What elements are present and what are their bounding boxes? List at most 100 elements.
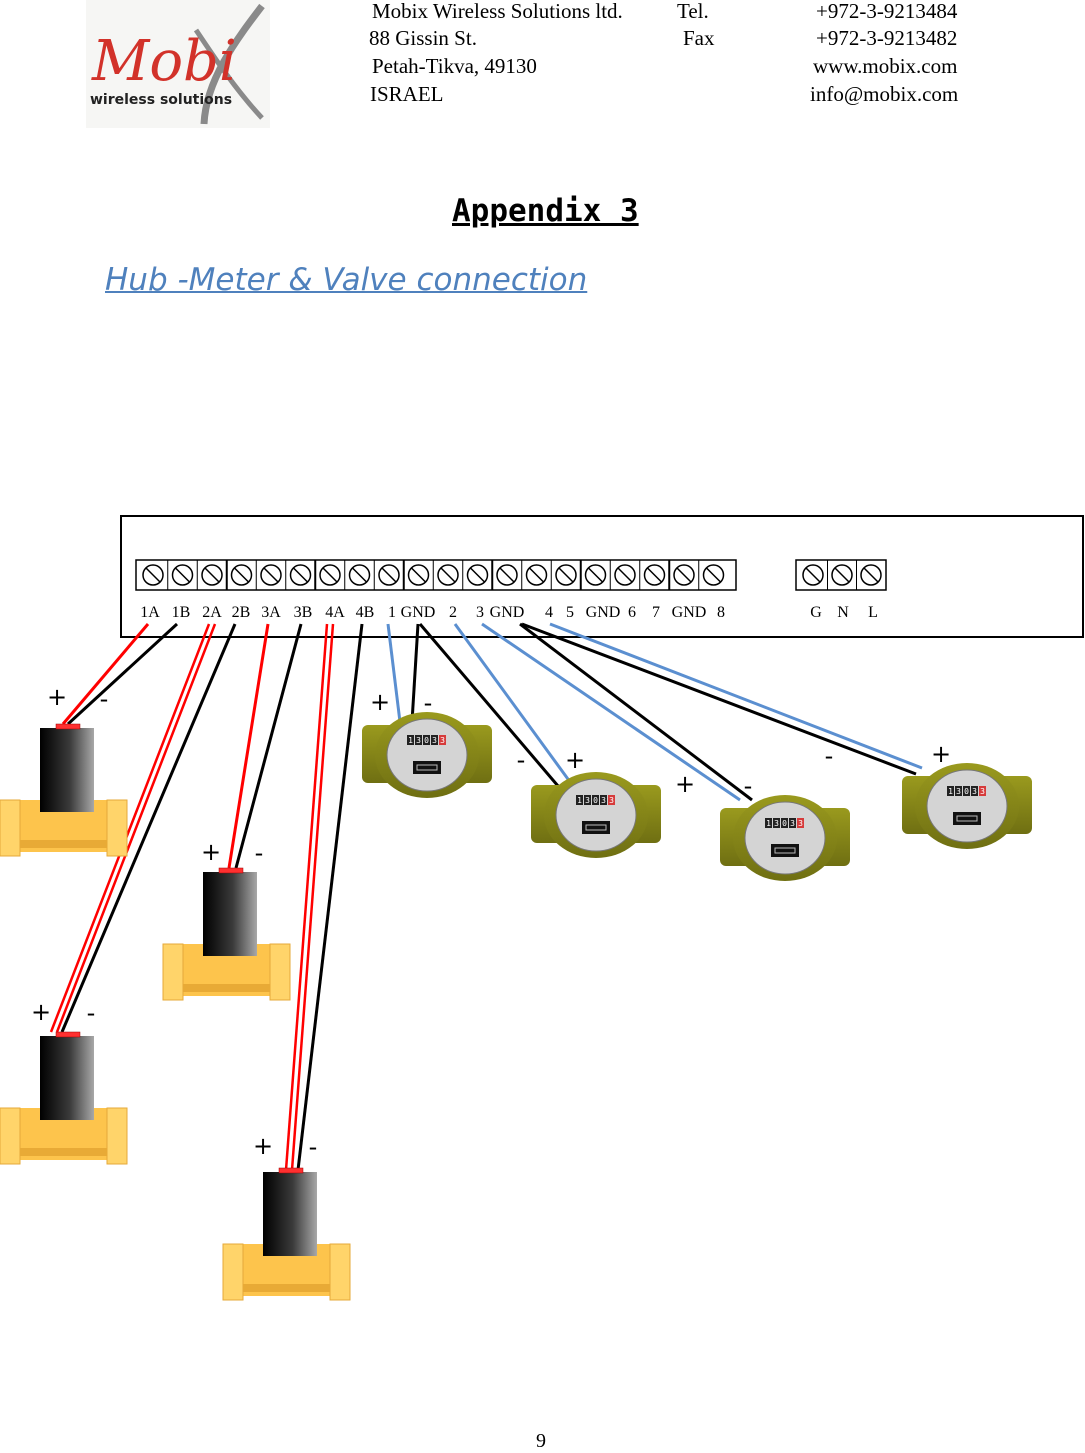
terminal-screw-icon	[466, 564, 489, 586]
terminal-screw-icon	[643, 564, 666, 586]
terminal-screw-icon	[614, 564, 636, 586]
blue-wire	[453, 623, 575, 787]
power-label: N	[837, 604, 849, 621]
meter-digit: 3	[790, 819, 795, 828]
terminal-label: 2	[449, 604, 457, 621]
power-label: L	[868, 604, 878, 621]
terminal-label: 3	[476, 604, 484, 621]
page-number: 9	[536, 1430, 546, 1452]
fax-number: +972-3-9213482	[816, 26, 958, 50]
terminal-label: 4A	[325, 604, 345, 621]
plus-mark: +	[201, 838, 221, 866]
power-screw-icon	[860, 564, 882, 586]
terminal-screw-icon	[496, 564, 518, 586]
black-wire	[66, 622, 179, 726]
terminal-screw-icon	[702, 564, 725, 586]
power-terminal-strip	[795, 559, 887, 591]
terminal-label: 7	[652, 604, 660, 621]
email: info@mobix.com	[810, 82, 959, 106]
plus-mark: +	[47, 683, 67, 711]
terminal-screw-icon	[171, 564, 194, 586]
plus-mark: +	[565, 746, 585, 774]
black-wire	[60, 623, 237, 1033]
terminal-screw-icon	[584, 564, 607, 586]
minus-mark: -	[87, 999, 96, 1027]
terminal-label: 3B	[294, 604, 313, 621]
red-wire	[61, 623, 150, 725]
terminal-screw-icon	[260, 564, 282, 586]
terminal-label: 1	[388, 604, 396, 621]
terminal-screw-icon	[378, 564, 400, 586]
meter-digit: 3	[956, 787, 961, 796]
meter-digit: 0	[782, 819, 787, 828]
minus-mark: -	[744, 772, 753, 800]
mobix-logo: Mobi wireless solutions	[86, 0, 270, 128]
red-wire	[49, 623, 211, 1033]
power-screw-icon	[831, 564, 853, 586]
street-address: 88 Gissin St.	[369, 26, 477, 50]
logo-tagline: wireless solutions	[90, 92, 232, 108]
wires	[49, 622, 923, 1171]
meter-digit: 3	[440, 736, 445, 745]
valve-1	[0, 723, 128, 857]
red-wire	[284, 623, 329, 1171]
terminal-screw-icon	[555, 564, 577, 586]
website: www.mobix.com	[813, 54, 958, 78]
meter-digit: 3	[601, 796, 606, 805]
terminal-screw-icon	[437, 564, 459, 586]
plus-mark: +	[675, 770, 695, 798]
meter-digit: 3	[798, 819, 803, 828]
polarity-marks: +-+-+-+-+--++--+	[31, 683, 951, 1161]
city-address: Petah-Tikva, 49130	[372, 54, 537, 78]
plus-mark: +	[31, 998, 51, 1026]
terminal-screw-icon	[348, 564, 371, 586]
terminal-label: GND	[401, 604, 436, 621]
black-wire	[234, 623, 303, 869]
terminal-label: 6	[628, 604, 636, 621]
minus-mark: -	[255, 839, 264, 867]
terminal-label: 3A	[261, 604, 281, 621]
terminal-label: 4	[545, 604, 553, 621]
black-wire	[418, 623, 560, 787]
meter-digit: 3	[972, 787, 977, 796]
terminal-screw-icon	[230, 564, 253, 586]
terminal-screw-icon	[142, 564, 164, 586]
meter-digit: 3	[585, 796, 590, 805]
valves	[0, 723, 351, 1301]
terminal-label: 4B	[356, 604, 375, 621]
company-name: Mobix Wireless Solutions ltd.	[372, 0, 623, 23]
minus-mark: -	[517, 746, 526, 774]
red-wire	[290, 623, 335, 1171]
meter-digit: 3	[774, 819, 779, 828]
terminal-screw-icon	[673, 564, 695, 586]
minus-mark: -	[100, 685, 109, 713]
meter-digit: 3	[416, 736, 421, 745]
minus-mark: -	[309, 1133, 318, 1161]
terminal-screw-icon	[201, 564, 223, 586]
page-subtitle: Hub -Meter & Valve connection	[105, 262, 588, 298]
terminal-strip	[135, 559, 737, 591]
red-wire	[55, 623, 217, 1033]
fax-label: Fax	[683, 26, 715, 50]
meter-digit: 1	[948, 787, 953, 796]
meter-digit: 1	[577, 796, 582, 805]
meter-digit: 1	[766, 819, 771, 828]
terminal-label: GND	[490, 604, 525, 621]
meter-digit: 0	[593, 796, 598, 805]
meter-digit: 0	[424, 736, 429, 745]
black-wire	[410, 623, 420, 723]
red-wire	[227, 623, 270, 869]
plus-mark: +	[253, 1132, 273, 1160]
minus-mark: -	[825, 742, 834, 770]
terminal-label: GND	[672, 604, 707, 621]
terminal-label: GND	[586, 604, 621, 621]
black-wire	[296, 623, 364, 1171]
black-wire	[519, 622, 753, 802]
terminal-label: 2B	[232, 604, 251, 621]
blue-wire	[481, 622, 741, 802]
